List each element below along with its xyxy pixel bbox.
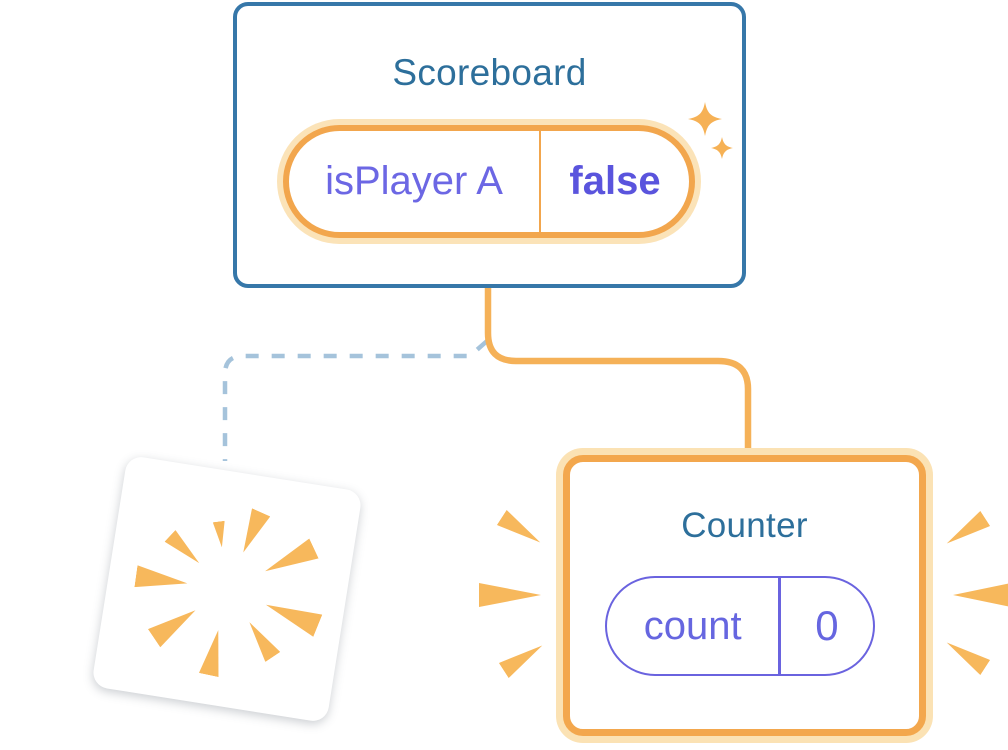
scoreboard-title: Scoreboard (392, 52, 587, 93)
state-key: isPlayer A (325, 159, 503, 203)
sparkles-icon (688, 102, 733, 159)
orange-connector-line (484, 286, 752, 452)
counter-title: Counter (681, 506, 808, 545)
scoreboard-card: Scoreboard isPlayer A false (233, 2, 746, 288)
counter-state-key: count (643, 603, 742, 648)
counter-state-value: 0 (815, 602, 839, 649)
state-value: false (569, 159, 661, 203)
scoreboard-state-pill: isPlayer A false (283, 125, 695, 238)
counter-card: Counter count 0 (563, 455, 926, 736)
state-pill-divider (539, 131, 541, 232)
destroyed-component-card (91, 454, 363, 724)
dashed-connector-line (222, 339, 489, 461)
counter-pill-divider (778, 578, 781, 674)
counter-state-pill: count 0 (605, 576, 875, 676)
